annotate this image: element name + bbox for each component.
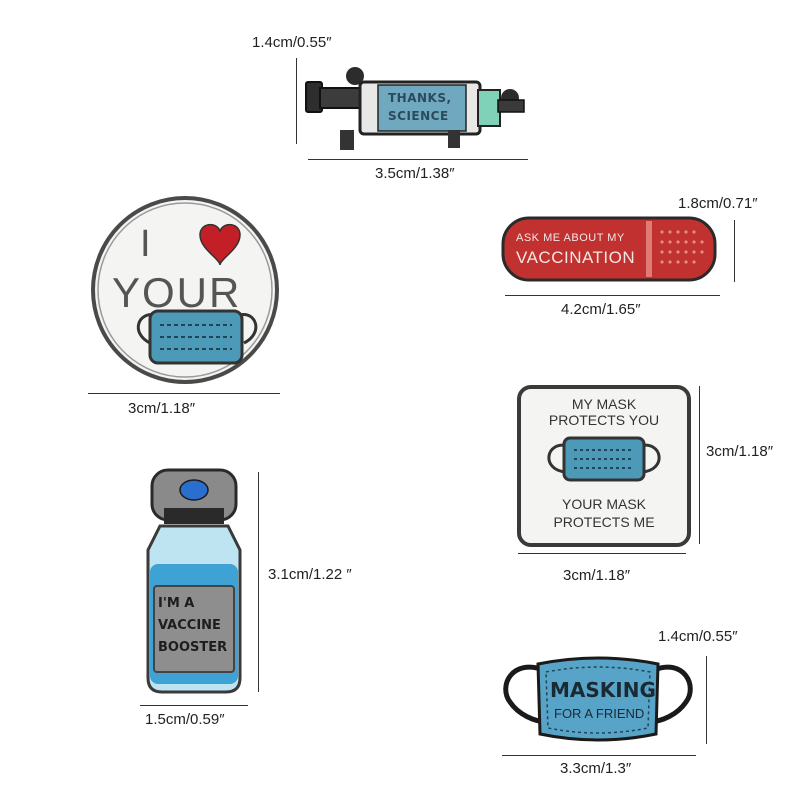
- heart-line1: I: [140, 223, 151, 265]
- square-line2: PROTECTS YOU: [548, 412, 660, 428]
- vial-line2: VACCINE: [158, 618, 221, 633]
- square-height-line: [699, 386, 700, 544]
- heart-width-label: 3cm/1.18″: [128, 400, 196, 417]
- mask-height-line: [706, 656, 707, 744]
- bandage-pin: ASK ME ABOUT MY VACCINATION: [500, 212, 718, 284]
- heart-width-line: [88, 393, 280, 394]
- syringe-line1: THANKS,: [388, 91, 452, 105]
- square-pin: MY MASK PROTECTS YOU YOUR MASK PROTECTS …: [516, 384, 692, 548]
- mask-width-line: [502, 755, 696, 756]
- bandage-line1: ASK ME ABOUT MY: [516, 232, 625, 244]
- syringe-height-line: [296, 58, 297, 144]
- syringe-pin: THANKS, SCIENCE: [300, 60, 535, 155]
- vial-height-label: 3.1cm/1.22 ″: [268, 566, 352, 583]
- bandage-width-line: [505, 295, 720, 296]
- heart-icon: [199, 223, 241, 266]
- square-height-label: 3cm/1.18″: [706, 443, 774, 460]
- heart-pin: I YOUR: [88, 193, 282, 387]
- mask-line1: MASKING: [550, 678, 656, 702]
- syringe-width-label: 3.5cm/1.38″: [375, 165, 455, 182]
- mask-width-label: 3.3cm/1.3″: [560, 760, 632, 777]
- mask-pin: MASKING FOR A FRIEND: [498, 650, 698, 746]
- square-line4: PROTECTS ME: [553, 514, 655, 530]
- mask-line2: FOR A FRIEND: [554, 706, 645, 721]
- syringe-height-label: 1.4cm/0.55″: [252, 34, 332, 51]
- vial-width-label: 1.5cm/0.59″: [145, 711, 225, 728]
- vial-height-line: [258, 472, 259, 692]
- vial-pin: I'M A VACCINE BOOSTER: [138, 468, 250, 698]
- bandage-height-line: [734, 220, 735, 282]
- vial-width-line: [140, 705, 248, 706]
- bandage-height-label: 1.8cm/0.71″: [678, 195, 758, 212]
- bandage-line2: VACCINATION: [516, 248, 636, 267]
- syringe-width-line: [308, 159, 528, 160]
- vial-line1: I'M A: [158, 596, 195, 611]
- square-width-line: [518, 553, 686, 554]
- square-width-label: 3cm/1.18″: [563, 567, 631, 584]
- vial-line3: BOOSTER: [158, 640, 228, 655]
- bandage-width-label: 4.2cm/1.65″: [561, 301, 641, 318]
- square-line1: MY MASK: [571, 396, 637, 412]
- mask-height-label: 1.4cm/0.55″: [658, 628, 738, 645]
- syringe-line2: SCIENCE: [388, 109, 449, 123]
- heart-line2: YOUR: [112, 269, 242, 316]
- square-line3: YOUR MASK: [561, 496, 646, 512]
